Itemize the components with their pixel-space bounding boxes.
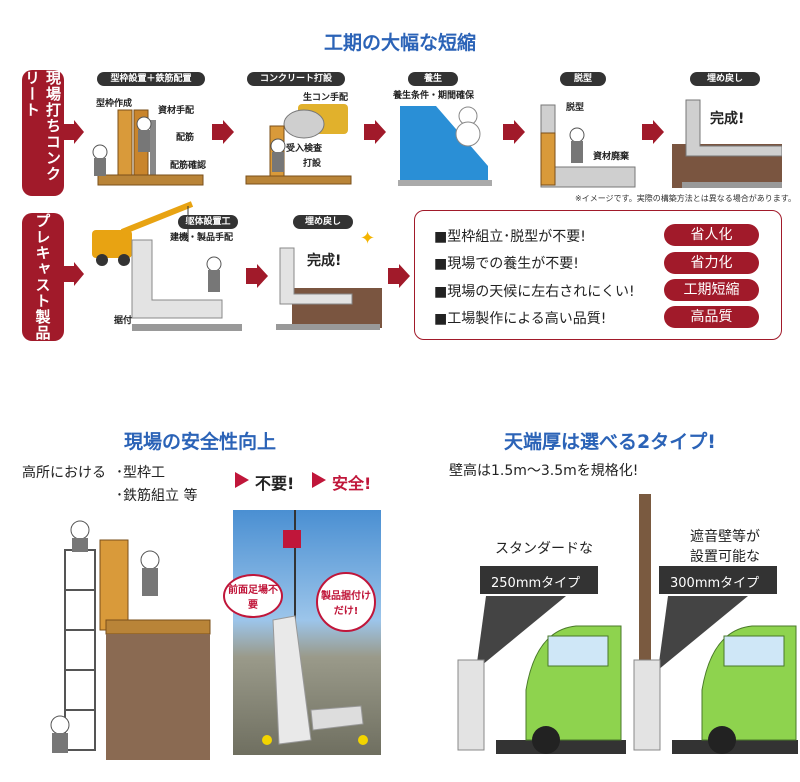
flow-arrow-2 bbox=[364, 120, 386, 144]
label-rebar-check: 配筋確認 bbox=[170, 161, 207, 171]
right-caption-1: 遮音壁等が bbox=[690, 529, 760, 545]
disclaimer-note: ※イメージです。実際の構築方法とは異なる場合があります。 bbox=[575, 194, 796, 203]
benefit-tag-1: 省人化 bbox=[664, 224, 759, 246]
left-caption: スタンダードな bbox=[495, 541, 593, 557]
right-type-label: 300mmタイプ bbox=[670, 576, 760, 591]
row1-tab: 現場打ちコンクリート bbox=[22, 70, 64, 196]
step-label-backfill-2: 埋め戻し bbox=[293, 215, 353, 229]
step-label-backfill: 埋め戻し bbox=[690, 72, 760, 86]
callout-install-only: 製品据付けだけ! bbox=[316, 572, 376, 632]
right-wall-car-illustration bbox=[633, 596, 798, 754]
benefit-tag-3: 工期短縮 bbox=[664, 279, 759, 301]
step-label-install: 躯体設置工 bbox=[178, 215, 238, 229]
label-done-top: 完成! bbox=[710, 111, 745, 127]
flow-arrow-5 bbox=[246, 264, 268, 288]
flow-arrow-1 bbox=[212, 120, 234, 144]
sparkle-icon: ✦ bbox=[360, 228, 376, 249]
play-icon-2 bbox=[312, 472, 326, 488]
crane-illustration bbox=[92, 201, 242, 331]
safety-line1b: ･型枠工 bbox=[116, 465, 165, 481]
label-ready-mix: 生コン手配 bbox=[303, 93, 349, 103]
section-title-types: 天端厚は選べる2タイプ! bbox=[504, 431, 716, 453]
row1-tab-arrow bbox=[64, 120, 84, 144]
backfill-illustration bbox=[672, 99, 782, 188]
right-type-banner bbox=[659, 566, 777, 594]
curing-illustration bbox=[398, 106, 492, 186]
installation-photo bbox=[233, 510, 381, 755]
callout-no-scaffold: 前面足場不要 bbox=[223, 574, 283, 618]
label-pour: 打設 bbox=[303, 159, 322, 169]
section-title-schedule: 工期の大幅な短縮 bbox=[323, 32, 476, 54]
scaffold-illustration bbox=[50, 520, 211, 760]
play-icon-1 bbox=[235, 472, 249, 488]
flow-arrow-6 bbox=[388, 264, 410, 288]
benefits-box bbox=[414, 210, 782, 340]
flow-arrow-3 bbox=[503, 120, 525, 144]
left-type-banner bbox=[480, 566, 598, 594]
soundwall-pole-illustration bbox=[639, 494, 651, 660]
left-type-label: 250mmタイプ bbox=[491, 576, 581, 591]
row2-tab: プレキャスト製品 bbox=[22, 213, 64, 341]
step-label-pour: コンクリート打設 bbox=[247, 72, 345, 86]
formwork-illustration bbox=[92, 109, 204, 186]
row2-tab-arrow bbox=[64, 262, 84, 286]
label-rebar: 配筋 bbox=[176, 133, 195, 143]
label-formwork: 型枠作成 bbox=[96, 99, 133, 109]
unnecessary-label: 不要! bbox=[255, 474, 295, 493]
label-curing-conditions: 養生条件・期間確保 bbox=[393, 91, 475, 101]
label-waste: 資材廃棄 bbox=[593, 152, 630, 162]
section-title-safety: 現場の安全性向上 bbox=[123, 431, 276, 453]
label-demold: 脱型 bbox=[566, 103, 585, 113]
backfill-illustration-2 bbox=[276, 247, 382, 330]
benefit-tag-2: 省力化 bbox=[664, 252, 759, 274]
label-material: 資材手配 bbox=[158, 106, 195, 116]
benefit-tag-4: 高品質 bbox=[664, 306, 759, 328]
safe-label: 安全! bbox=[332, 474, 372, 493]
label-done-row2: 完成! bbox=[307, 253, 342, 269]
safety-line2: ･鉄筋組立 等 bbox=[116, 488, 198, 504]
right-caption-2: 設置可能な bbox=[690, 549, 760, 565]
benefit-1: ■型枠組立･脱型が不要! bbox=[434, 229, 586, 245]
flow-arrow-4 bbox=[642, 120, 664, 144]
label-install: 据付 bbox=[114, 316, 133, 326]
concrete-pour-illustration bbox=[245, 104, 352, 185]
safety-line1a: 高所における bbox=[22, 465, 106, 481]
label-inspection: 受入検査 bbox=[286, 144, 323, 154]
benefit-3: ■現場の天候に左右されにくい! bbox=[434, 284, 635, 300]
step-label-formwork: 型枠設置＋鉄筋配置 bbox=[97, 72, 205, 86]
step-label-demold: 脱型 bbox=[560, 72, 606, 86]
demold-illustration bbox=[540, 104, 636, 188]
types-subtitle: 壁高は1.5m～3.5mを規格化! bbox=[449, 463, 639, 479]
benefit-2: ■現場での養生が不要! bbox=[434, 256, 579, 272]
step-label-curing: 養生 bbox=[408, 72, 458, 86]
label-arrange: 建機・製品手配 bbox=[170, 233, 234, 243]
left-wall-car-illustration bbox=[457, 596, 626, 754]
benefit-4: ■工場製作による高い品質! bbox=[434, 311, 607, 327]
